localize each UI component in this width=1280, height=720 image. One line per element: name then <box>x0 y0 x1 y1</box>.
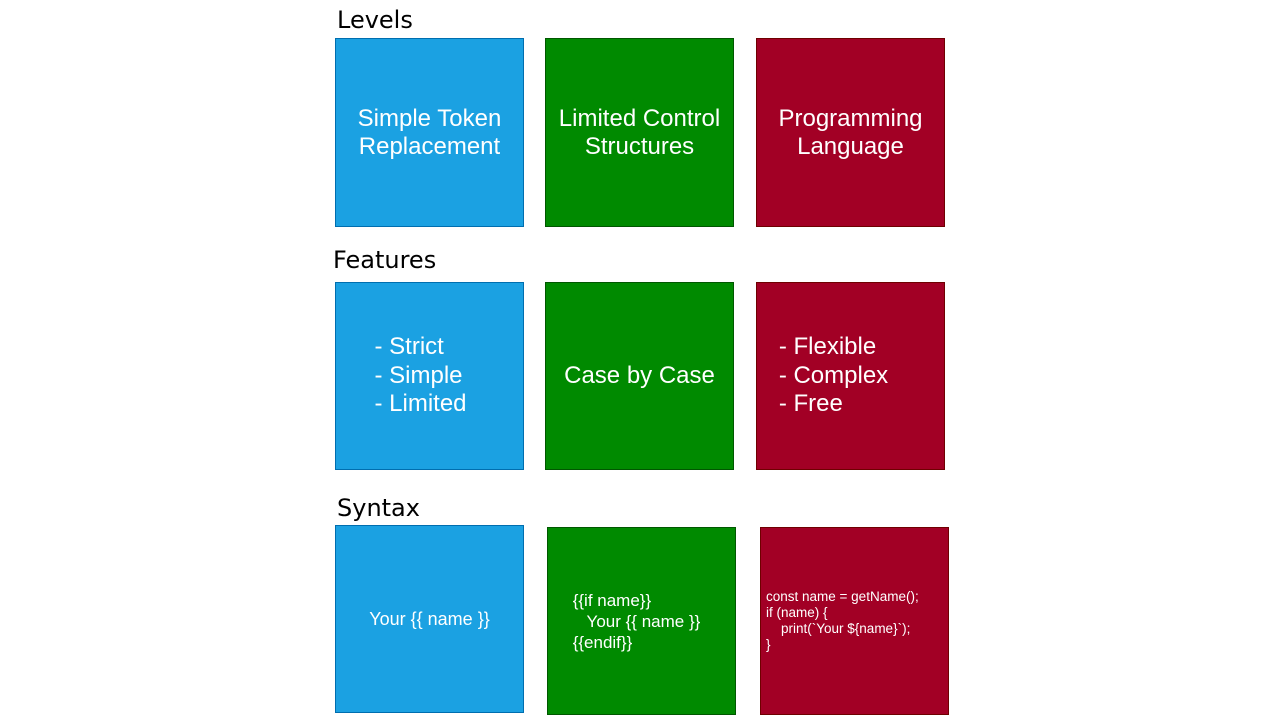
features-box-flexible: - Flexible - Complex - Free <box>756 282 945 470</box>
syntax-box-token: Your {{ name }} <box>335 525 524 713</box>
syntax-box-control: {{if name}} Your {{ name }} {{endif}} <box>547 527 736 715</box>
features-heading: Features <box>333 246 437 274</box>
levels-heading: Levels <box>337 6 413 34</box>
levels-box-programming-language-label: Programming Language <box>778 104 923 160</box>
levels-box-limited-control-label: Limited Control Structures <box>558 104 721 160</box>
features-box-flexible-label: - Flexible - Complex - Free <box>778 333 889 418</box>
syntax-box-programming: const name = getName(); if (name) { prin… <box>760 527 949 715</box>
features-box-strict-label: - Strict - Simple - Limited <box>374 333 467 418</box>
features-box-case-by-case-label: Case by Case <box>564 362 715 389</box>
levels-box-simple-token-label: Simple Token Replacement <box>357 104 502 160</box>
levels-box-simple-token: Simple Token Replacement <box>335 38 524 227</box>
features-box-strict: - Strict - Simple - Limited <box>335 282 524 470</box>
levels-box-limited-control: Limited Control Structures <box>545 38 734 227</box>
syntax-box-control-code: {{if name}} Your {{ name }} {{endif}} <box>572 590 701 652</box>
syntax-box-programming-code: const name = getName(); if (name) { prin… <box>766 589 919 652</box>
levels-box-programming-language: Programming Language <box>756 38 945 227</box>
syntax-box-token-code: Your {{ name }} <box>369 609 490 629</box>
syntax-heading: Syntax <box>337 494 420 522</box>
features-box-case-by-case: Case by Case <box>545 282 734 470</box>
